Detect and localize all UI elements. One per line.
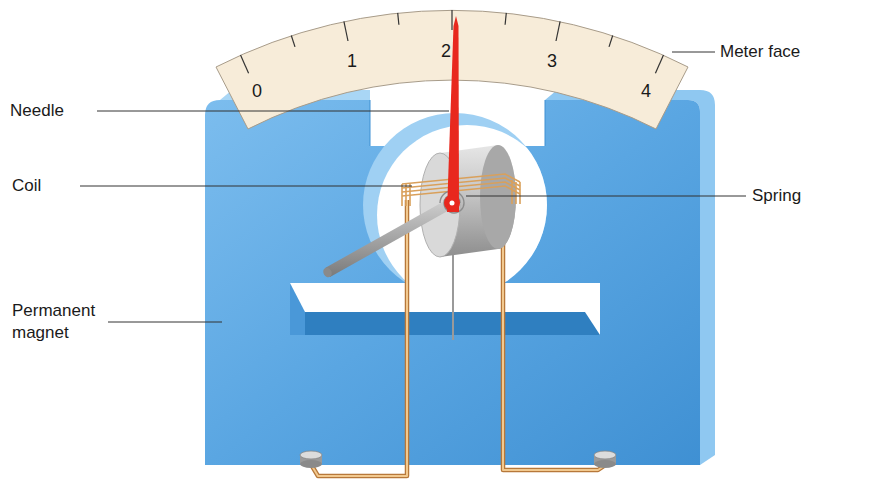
- slot-floor: [290, 312, 600, 335]
- scale-number: 2: [441, 40, 451, 63]
- part-label: Meter face: [720, 41, 800, 63]
- scale-number: 1: [347, 50, 357, 73]
- coil-winding: [402, 174, 520, 206]
- terminal: [300, 451, 616, 468]
- scale-number: 3: [547, 50, 557, 73]
- part-label: Needle: [10, 100, 64, 122]
- scale-number: 0: [252, 80, 262, 103]
- part-label: Coil: [12, 175, 41, 197]
- pivot: [444, 195, 460, 211]
- pointer-shaft: [325, 199, 453, 277]
- scale-ticks: [241, 10, 664, 73]
- part-label: Permanent magnet: [12, 300, 107, 344]
- pivot-center: [450, 201, 455, 206]
- scale-number: 4: [641, 80, 651, 103]
- leader-line: [80, 52, 746, 322]
- part-label: Spring: [752, 185, 801, 207]
- shaft-end: [322, 266, 334, 279]
- magnet-slot: [290, 283, 600, 335]
- coil-drum: [420, 145, 516, 257]
- slot-wall: [290, 283, 305, 335]
